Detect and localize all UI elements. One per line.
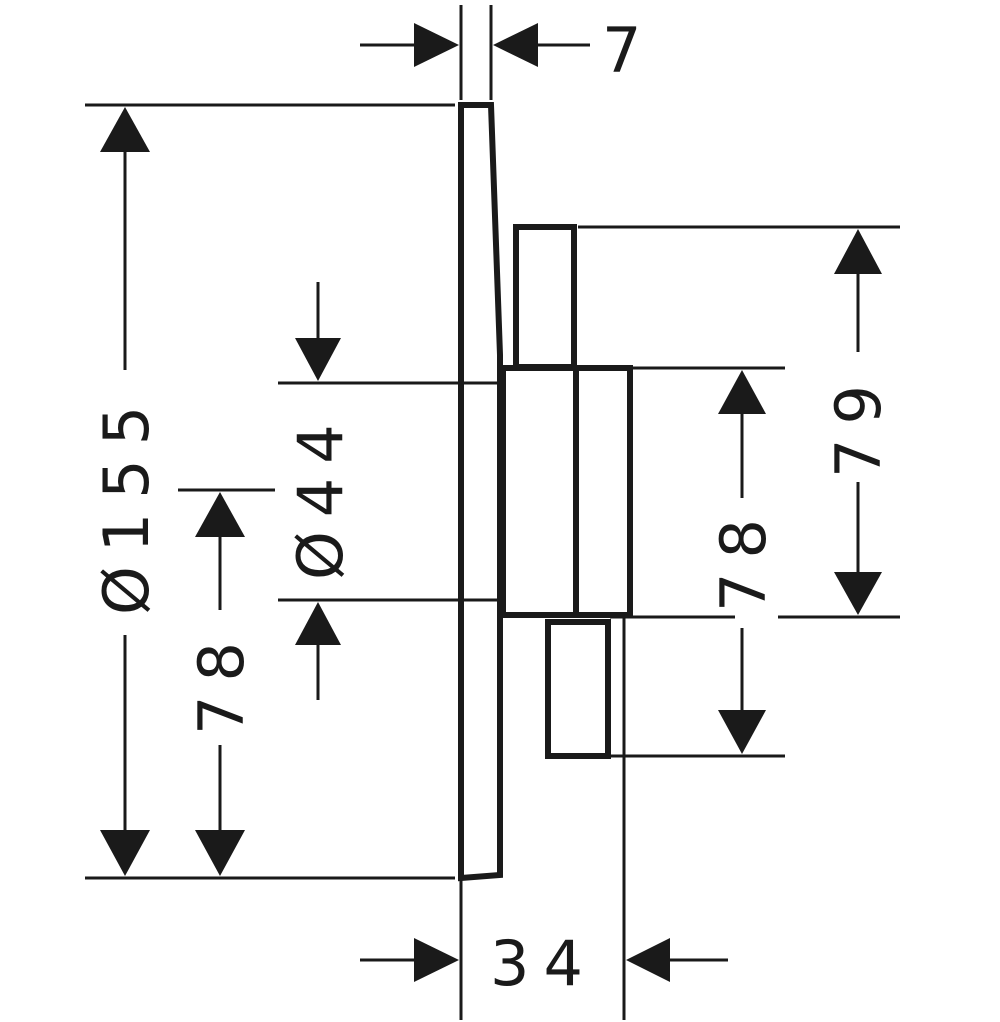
lower-block bbox=[545, 619, 611, 759]
dim-label-top-thickness: 7 bbox=[602, 14, 655, 87]
extension-lines bbox=[85, 5, 900, 1020]
dimension-inner-diameter: Ø44 bbox=[284, 282, 357, 700]
dim-label-depth: 34 bbox=[490, 927, 597, 1000]
dimension-left-offset: 78 bbox=[185, 492, 258, 876]
dimension-top-thickness: 7 bbox=[360, 14, 655, 87]
dim-label-inner-diameter: Ø44 bbox=[284, 410, 357, 580]
dimension-right-offset: 78 bbox=[707, 370, 780, 754]
dim-label-left-offset: 78 bbox=[185, 628, 258, 735]
dim-label-outer-diameter: Ø155 bbox=[90, 392, 163, 615]
dim-label-right-offset: 78 bbox=[707, 505, 780, 612]
dimension-outer-diameter: Ø155 bbox=[90, 107, 163, 876]
part-outline bbox=[458, 102, 633, 882]
dim-label-right-height: 79 bbox=[822, 371, 895, 478]
dimension-right-height: 79 bbox=[822, 229, 895, 615]
upper-block bbox=[513, 224, 577, 370]
dimension-depth: 34 bbox=[360, 927, 728, 1000]
center-body bbox=[500, 365, 633, 618]
cover-plate bbox=[458, 102, 503, 882]
